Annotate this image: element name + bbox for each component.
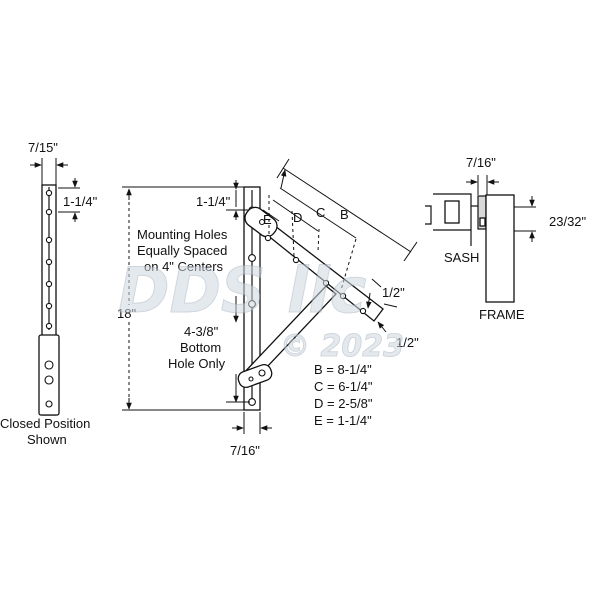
bottom-note-line-2: Bottom [180, 340, 221, 355]
height-label: 18" [117, 306, 136, 321]
closed-hole-3 [45, 236, 53, 244]
arm-hole-2 [292, 256, 300, 264]
legend-D: D = 2-5/8" [314, 396, 373, 411]
depth-label: 23/32" [549, 214, 587, 229]
closed-pivot-1 [44, 360, 54, 370]
dim-E-line [262, 209, 280, 222]
closed-hole-2 [45, 208, 53, 216]
closed-hole-bottom [45, 400, 53, 408]
legend-B: B = 8-1/4" [314, 362, 372, 377]
open-hole-2 [248, 254, 256, 262]
dim-B-line [282, 167, 412, 253]
dim-B-tick-end [403, 241, 418, 262]
watermark: DDS llc © 2023 [118, 254, 405, 365]
legend-C: C = 6-1/4" [314, 379, 373, 394]
watermark-line-2: © 2023 [280, 329, 404, 364]
sash-label: SASH [444, 250, 479, 265]
dim-B-arrow-start [280, 169, 287, 189]
watermark-line-1: DDS llc [118, 254, 367, 327]
arm-hole-4 [339, 292, 347, 300]
closed-position-view: 7/15" 1-1/4" Closed Position Shown [0, 140, 98, 447]
closed-hole-5 [45, 280, 53, 288]
sash-channel [444, 200, 460, 224]
frame-block [485, 194, 515, 303]
closed-arm-stack [38, 334, 60, 416]
mounting-note-line-2: Equally Spaced [137, 243, 227, 258]
dim-D-label: D [293, 210, 302, 225]
dim-E-label: E [263, 212, 272, 227]
dim-D-line [272, 199, 319, 232]
end-offset-arrow-1 [366, 292, 372, 309]
open-position-view: 18" 1-1/4" Mounting Holes Equally Spaced… [114, 158, 419, 458]
dim-B-label: B [340, 207, 349, 222]
mounting-note-line-1: Mounting Holes [137, 227, 228, 242]
width-label: 7/15" [28, 140, 58, 155]
end-offset-arrow-2 [377, 321, 387, 333]
arm-offset-bottom-label: 1/2" [396, 335, 419, 350]
support-shoe-rivet [258, 369, 266, 377]
section-view: 7/16" 23/32" SASH FRAME [425, 155, 587, 322]
closed-hole-6 [45, 302, 53, 310]
arm-hole-3 [322, 279, 330, 287]
closed-hole-7 [45, 322, 53, 330]
legend-E: E = 1-1/4" [314, 413, 372, 428]
frame-label: FRAME [479, 307, 525, 322]
gap-label: 7/16" [466, 155, 496, 170]
caption-line-2: Shown [27, 432, 67, 447]
hardware-fastener [479, 217, 486, 227]
bottom-note-line-1: 4-3/8" [184, 324, 219, 339]
bottom-width-label: 7/16" [230, 443, 260, 458]
top-offset-label: 1-1/4" [196, 194, 231, 209]
closed-hole-1 [45, 189, 53, 197]
arm-hole-1 [264, 234, 272, 242]
support-shoe-rivet-2 [248, 376, 254, 382]
mounting-note-line-3: on 4" Centers [144, 259, 224, 274]
ext-D-end [317, 228, 320, 253]
arm-pivot [258, 218, 266, 226]
arm-hole-5 [359, 307, 367, 315]
dim-B-tick-start [276, 158, 290, 179]
top-hole-label: 1-1/4" [63, 194, 98, 209]
ext-C-end [340, 238, 357, 291]
dim-C-line [279, 187, 357, 239]
sash-glass-stop [425, 205, 432, 225]
caption-line-1: Closed Position [0, 416, 90, 431]
sash-outline [433, 193, 472, 231]
ext-E-end [291, 210, 295, 257]
closed-hole-4 [45, 258, 53, 266]
arm-offset-top-label: 1/2" [382, 285, 405, 300]
height-label-bg [114, 305, 144, 321]
open-hole-3 [248, 300, 256, 308]
closed-pivot-2 [44, 375, 54, 385]
end-offset-ext-1 [371, 278, 382, 288]
end-offset-ext-2 [383, 303, 398, 308]
dim-C-label: C [316, 205, 325, 220]
bottom-note-line-3: Hole Only [168, 356, 226, 371]
